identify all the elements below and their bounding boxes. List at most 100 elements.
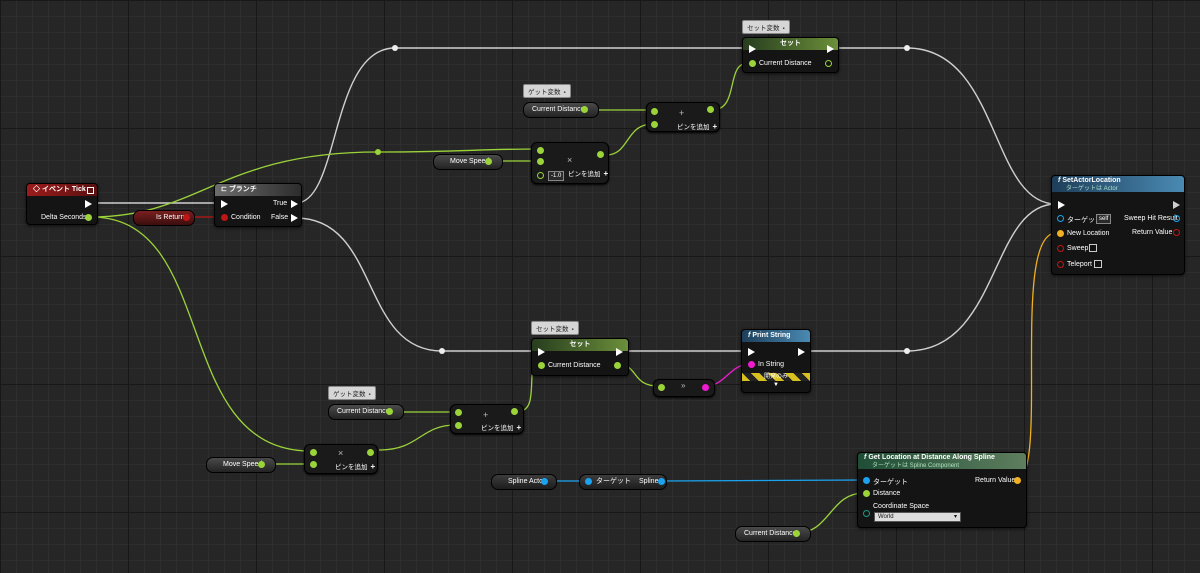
add-output-pin[interactable] [511, 408, 518, 415]
teleport-checkbox[interactable] [1094, 260, 1102, 268]
multiply-output-pin[interactable] [597, 151, 604, 158]
to-string-output-pin[interactable] [702, 384, 709, 391]
multiply-node-top[interactable]: -1.0 × ピンを追加+ [531, 142, 609, 184]
reroute-node[interactable] [439, 348, 445, 354]
reroute-node[interactable] [904, 45, 910, 51]
multiply-input-pin[interactable] [537, 172, 544, 179]
delegate-pin-icon[interactable] [87, 187, 94, 194]
add-pin-button[interactable]: ピンを追加+ [677, 121, 717, 131]
false-exec-pin[interactable] [291, 214, 298, 222]
move-speed-bottom[interactable]: Move Speed [206, 457, 276, 473]
in-string-pin[interactable] [748, 361, 755, 368]
coordinate-space-dropdown[interactable]: World▾ [874, 512, 961, 522]
coordinate-space-pin[interactable] [863, 510, 870, 517]
exec-out-pin[interactable] [616, 348, 623, 356]
true-label: True [273, 200, 288, 207]
add-node-bottom[interactable]: + ピンを追加+ [450, 404, 524, 434]
add-pin-button[interactable]: ピンを追加+ [481, 422, 521, 432]
get-current-distance-label: Current Distance [337, 408, 390, 415]
add-input-pin[interactable] [455, 409, 462, 416]
get-current-distance-spline[interactable]: Current Distance [735, 526, 811, 542]
spline-getter-node[interactable]: ターゲット Spline [579, 474, 667, 490]
dropdown-arrow-icon[interactable]: ▼ [773, 382, 779, 388]
sweep-pin[interactable] [1057, 245, 1064, 252]
to-string-input-pin[interactable] [658, 384, 665, 391]
current-distance-out-pin[interactable] [386, 408, 393, 415]
get-current-distance-top[interactable]: Current Distance [523, 102, 599, 118]
true-exec-pin[interactable] [291, 200, 298, 208]
coordinate-space-value: World [878, 514, 894, 520]
exec-out-pin[interactable] [798, 348, 805, 356]
add-input-pin[interactable] [651, 121, 658, 128]
target-pin[interactable] [1057, 215, 1064, 222]
move-speed-label: Move Speed [223, 461, 263, 468]
add-input-pin[interactable] [455, 422, 462, 429]
set-current-distance-bottom-node[interactable]: セット Current Distance [531, 338, 629, 376]
multiply-input-pin[interactable] [310, 461, 317, 468]
wire-false-to-reroute [295, 217, 443, 352]
new-location-pin[interactable] [1057, 230, 1064, 237]
current-distance-in-pin[interactable] [749, 60, 756, 67]
multiply-input-pin[interactable] [537, 147, 544, 154]
multiply-icon: × [338, 448, 344, 458]
current-distance-out-pin[interactable] [581, 106, 588, 113]
multiply-input-pin[interactable] [310, 449, 317, 456]
self-field[interactable]: self [1096, 214, 1112, 224]
target-pin[interactable] [585, 478, 592, 485]
move-speed-pin[interactable] [258, 461, 265, 468]
current-distance-out-pin[interactable] [614, 362, 621, 369]
is-return-node[interactable]: Is Return [133, 210, 195, 226]
delta-seconds-pin[interactable] [85, 214, 92, 221]
move-speed-top[interactable]: Move Speed [433, 154, 503, 170]
teleport-pin[interactable] [1057, 261, 1064, 268]
get-current-distance-bottom[interactable]: Current Distance [328, 404, 404, 420]
set-current-distance-top-node[interactable]: セット Current Distance [742, 37, 839, 73]
set-header: セット [532, 339, 628, 351]
sweep-checkbox[interactable] [1089, 244, 1097, 252]
event-tick-node[interactable]: ◇ イベント Tick Delta Seconds [26, 183, 98, 225]
spline-out-pin[interactable] [658, 478, 665, 485]
get-variable-tag: ゲット変数 [328, 386, 376, 400]
exec-out-pin[interactable] [1173, 201, 1180, 209]
exec-pin-icon[interactable] [749, 45, 756, 53]
return-value-pin[interactable] [1014, 477, 1021, 484]
multiply-constant-field[interactable]: -1.0 [548, 171, 565, 181]
multiply-output-pin[interactable] [367, 449, 374, 456]
add-pin-button[interactable]: ピンを追加+ [568, 168, 608, 178]
multiply-input-pin[interactable] [537, 158, 544, 165]
distance-pin[interactable] [863, 490, 870, 497]
current-distance-out-pin[interactable] [793, 530, 800, 537]
exec-pin-icon[interactable] [221, 200, 228, 208]
add-node-top[interactable]: + ピンを追加+ [646, 102, 720, 132]
spline-actor-pin[interactable] [541, 478, 548, 485]
current-distance-in-pin[interactable] [538, 362, 545, 369]
move-speed-pin[interactable] [485, 158, 492, 165]
spline-actor-node[interactable]: Spline Actor [491, 474, 557, 490]
add-input-pin[interactable] [651, 108, 658, 115]
add-output-pin[interactable] [707, 106, 714, 113]
exec-pin-icon[interactable] [85, 200, 92, 208]
condition-label: Condition [231, 214, 261, 221]
exec-pin-icon[interactable] [538, 348, 545, 356]
sweep-hit-result-pin[interactable] [1173, 215, 1180, 222]
condition-pin[interactable] [221, 214, 228, 221]
add-pin-button[interactable]: ピンを追加+ [335, 461, 375, 471]
exec-pin-icon[interactable] [1058, 201, 1065, 209]
is-return-pin[interactable] [183, 214, 190, 221]
branch-node[interactable]: ⊏ ブランチ True Condition False [214, 183, 302, 227]
exec-out-pin[interactable] [827, 45, 834, 53]
exec-pin-icon[interactable] [748, 348, 755, 356]
to-string-node[interactable]: » [653, 379, 715, 397]
reroute-node[interactable] [392, 45, 398, 51]
return-value-pin[interactable] [1173, 229, 1180, 236]
multiply-node-bottom[interactable]: × ピンを追加+ [304, 444, 378, 474]
reroute-node[interactable] [375, 149, 381, 155]
target-pin[interactable] [863, 477, 870, 484]
current-distance-out-pin[interactable] [825, 60, 832, 67]
reroute-node[interactable] [904, 348, 910, 354]
